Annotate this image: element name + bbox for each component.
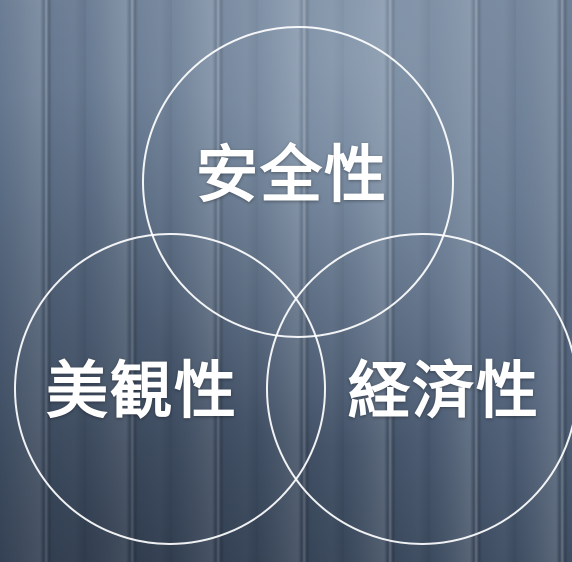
label-economy: 経済性: [348, 354, 541, 427]
label-aesthetics: 美観性: [46, 354, 239, 427]
venn-circle-right: [266, 233, 572, 545]
label-safety: 安全性: [196, 138, 389, 211]
